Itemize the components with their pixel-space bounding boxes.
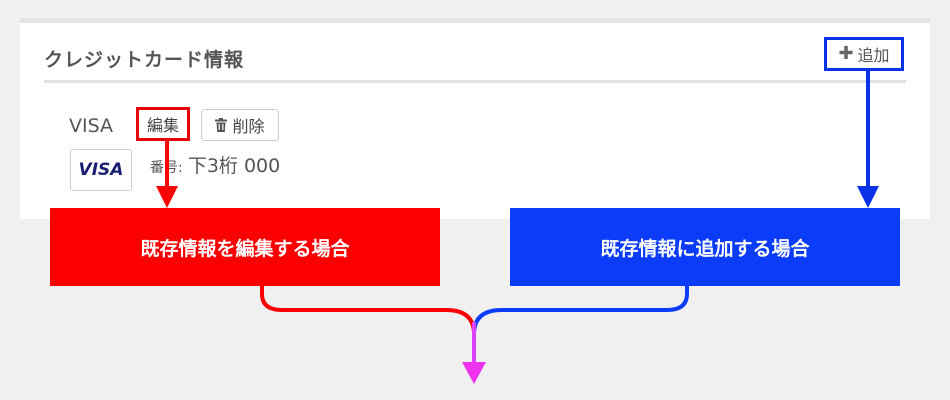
merge-arrow xyxy=(260,286,689,384)
trash-icon xyxy=(215,118,228,132)
panel-divider xyxy=(44,80,906,83)
add-callout: 既存情報に追加する場合 xyxy=(510,208,900,286)
visa-card-logo: VISA xyxy=(70,149,132,191)
add-arrow xyxy=(857,71,879,208)
edit-button[interactable]: 編集 xyxy=(136,107,190,141)
plus-icon: ✚ xyxy=(838,43,854,64)
card-number: 番号: 下3桁 000 xyxy=(150,151,280,178)
add-button-label: 追加 xyxy=(857,46,890,65)
edit-button-label: 編集 xyxy=(146,116,179,135)
delete-button[interactable]: 削除 xyxy=(201,109,279,141)
panel-top-border xyxy=(20,18,930,23)
edit-arrow xyxy=(156,141,178,208)
panel-title: クレジットカード情報 xyxy=(44,49,245,71)
edit-callout: 既存情報を編集する場合 xyxy=(50,208,440,286)
card-brand: VISA xyxy=(69,115,114,137)
delete-button-label: 削除 xyxy=(232,117,265,136)
card-number-value: 下3桁 000 xyxy=(187,155,281,177)
add-button[interactable]: ✚ 追加 xyxy=(824,37,904,71)
